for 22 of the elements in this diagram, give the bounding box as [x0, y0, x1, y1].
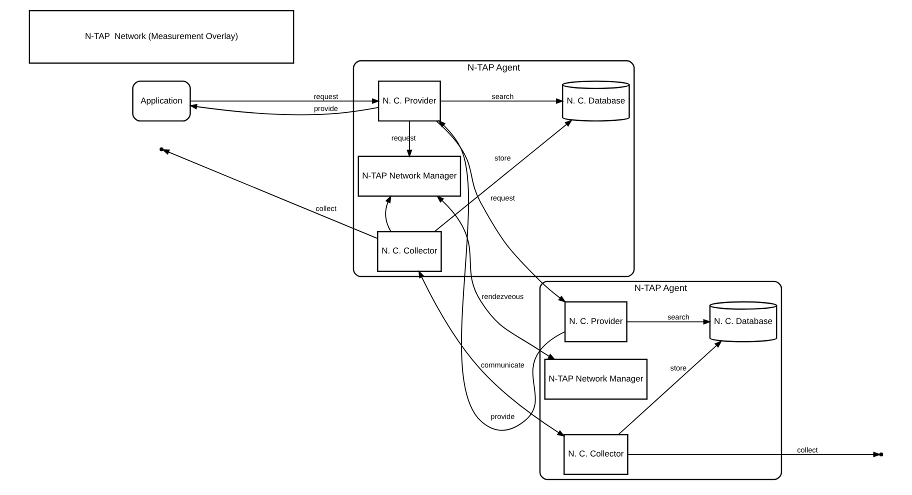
arrow	[438, 120, 566, 431]
arrow	[436, 195, 556, 360]
arrow	[618, 340, 722, 435]
node-box: N. C. Provider	[378, 80, 441, 122]
node-box: N. C. Collector	[564, 434, 628, 475]
arrow	[626, 319, 712, 325]
node-box: N-TAP Network Manager	[544, 358, 648, 400]
arrow	[385, 195, 392, 232]
node-box: N. C. Provider	[564, 301, 628, 342]
arrow	[406, 120, 412, 158]
arrow	[434, 120, 573, 232]
node-box: N-TAP Network (Measurement Overlay)	[28, 10, 294, 64]
node-box: N-TAP Network Manager	[358, 156, 462, 197]
arrow	[440, 98, 564, 104]
arrow	[162, 149, 378, 239]
arrow	[627, 452, 882, 458]
node-box: Application	[132, 80, 191, 122]
arrow	[418, 270, 566, 437]
arrow	[189, 104, 380, 116]
arrow	[436, 120, 566, 303]
arrow	[190, 98, 380, 104]
node-box: N. C. Collector	[377, 231, 442, 272]
